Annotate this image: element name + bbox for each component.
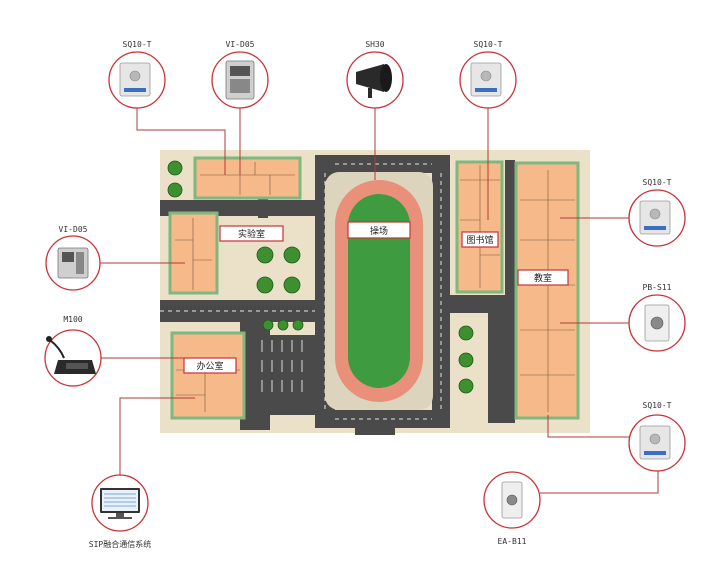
speaker-panel-icon <box>639 200 671 235</box>
device-sip-system[interactable]: SIP融合通信系统 <box>89 474 151 549</box>
buildings <box>168 156 580 420</box>
horn-speaker-icon <box>356 64 392 98</box>
emergency-button-icon <box>501 481 523 519</box>
paging-microphone-icon <box>46 336 96 374</box>
device-sq10t-top-right[interactable]: SQ10-T <box>459 40 517 109</box>
building-library <box>455 160 504 294</box>
device-pbs11[interactable]: PB-S11 <box>628 283 686 352</box>
device-vid05-top-label: VI-D05 <box>226 40 255 49</box>
zone-label-office: 办公室 <box>183 357 237 374</box>
video-door-phone-icon <box>225 60 255 100</box>
device-vid05-top[interactable]: VI-D05 <box>211 40 269 109</box>
monitor-icon <box>100 488 140 519</box>
panic-button-icon <box>644 304 670 342</box>
road-dashes <box>160 163 442 420</box>
zone-label-library-text: 图书馆 <box>466 234 493 246</box>
zone-label-classroom: 教室 <box>517 269 569 286</box>
building-classroom <box>514 161 580 420</box>
device-eab11-label: EA-B11 <box>498 537 527 546</box>
device-sq10t-right-lower-label: SQ10-T <box>643 401 672 410</box>
device-pbs11-label: PB-S11 <box>643 283 672 292</box>
playground-track <box>325 172 433 410</box>
zone-label-playground-text: 操场 <box>370 225 388 237</box>
building-lab <box>168 211 219 295</box>
device-vid05-left-label: VI-D05 <box>59 225 88 234</box>
device-sq10t-top-left-label: SQ10-T <box>123 40 152 49</box>
trees <box>167 160 474 394</box>
device-sq10t-right-lower[interactable]: SQ10-T <box>628 401 686 472</box>
connector-lines <box>100 108 659 494</box>
building-top-left <box>193 156 302 200</box>
device-sh30-label: SH30 <box>365 40 384 49</box>
device-sq10t-top-right-label: SQ10-T <box>474 40 503 49</box>
device-sh30[interactable]: SH30 <box>346 40 404 109</box>
zone-label-playground: 操场 <box>347 221 411 239</box>
device-sq10t-right-upper-label: SQ10-T <box>643 178 672 187</box>
parking-lot <box>255 335 315 415</box>
device-sip-system-label: SIP融合通信系统 <box>89 539 151 549</box>
device-m100-label: M100 <box>63 315 82 324</box>
device-vid05-left[interactable]: VI-D05 <box>45 225 101 291</box>
zone-label-classroom-text: 教室 <box>534 272 552 284</box>
zone-label-lab-text: 实验室 <box>238 228 265 240</box>
device-m100[interactable]: M100 <box>44 315 102 387</box>
building-interiors <box>175 162 575 412</box>
video-door-phone-icon <box>57 247 89 279</box>
device-sq10t-right-upper[interactable]: SQ10-T <box>628 178 686 247</box>
device-sq10t-top-left[interactable]: SQ10-T <box>108 40 166 109</box>
zone-label-office-text: 办公室 <box>196 360 223 372</box>
building-office <box>170 331 246 420</box>
speaker-panel-icon <box>119 62 151 97</box>
speaker-panel-icon <box>639 425 671 460</box>
zone-label-library: 图书馆 <box>461 231 499 248</box>
speaker-panel-icon <box>470 62 502 97</box>
zone-label-lab: 实验室 <box>219 225 284 242</box>
device-eab11[interactable]: EA-B11 <box>483 471 541 546</box>
